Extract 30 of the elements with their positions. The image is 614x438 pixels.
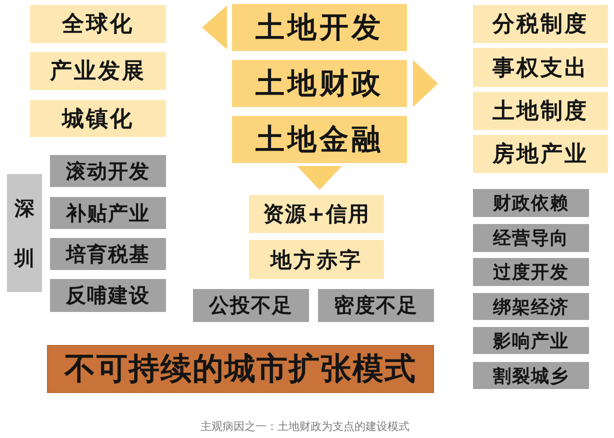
problem-box: 割裂城乡 — [473, 362, 589, 389]
city-side-box: 深圳 — [7, 174, 42, 292]
concept-box: 地方赤字 — [249, 240, 384, 279]
problem-box: 绑架经济 — [473, 293, 589, 320]
concept-box: 资源+信用 — [249, 195, 384, 233]
problem-box: 经营导向 — [473, 224, 589, 252]
concept-box: 城镇化 — [30, 100, 166, 137]
concept-box: 事权支出 — [473, 48, 608, 87]
concept-box: 全球化 — [30, 5, 166, 43]
problem-box: 影响产业 — [473, 327, 589, 354]
problem-box: 反哺建设 — [50, 279, 166, 312]
concept-box: 房地产业 — [473, 135, 608, 173]
concept-box: 土地制度 — [473, 92, 608, 130]
concept-box: 产业发展 — [30, 52, 166, 90]
concept-box: 分税制度 — [473, 5, 608, 43]
problem-box: 滚动开发 — [50, 155, 166, 187]
caption: 主观病因之一：土地财政为支点的建设模式 — [200, 419, 410, 434]
core-concept-box: 土地财政 — [232, 60, 407, 107]
problem-box: 过度开发 — [473, 258, 589, 286]
problem-box: 培育税基 — [50, 238, 166, 270]
arrow — [297, 166, 342, 190]
conclusion-banner: 不可持续的城市扩张模式 — [47, 345, 434, 393]
problem-box: 财政依赖 — [473, 189, 589, 217]
problem-box: 密度不足 — [318, 289, 434, 322]
problem-box: 补贴产业 — [50, 197, 166, 229]
arrow — [202, 6, 227, 50]
core-concept-box: 土地金融 — [232, 116, 407, 163]
problem-box: 公投不足 — [193, 289, 309, 322]
arrow — [413, 60, 438, 107]
core-concept-box: 土地开发 — [232, 4, 407, 51]
